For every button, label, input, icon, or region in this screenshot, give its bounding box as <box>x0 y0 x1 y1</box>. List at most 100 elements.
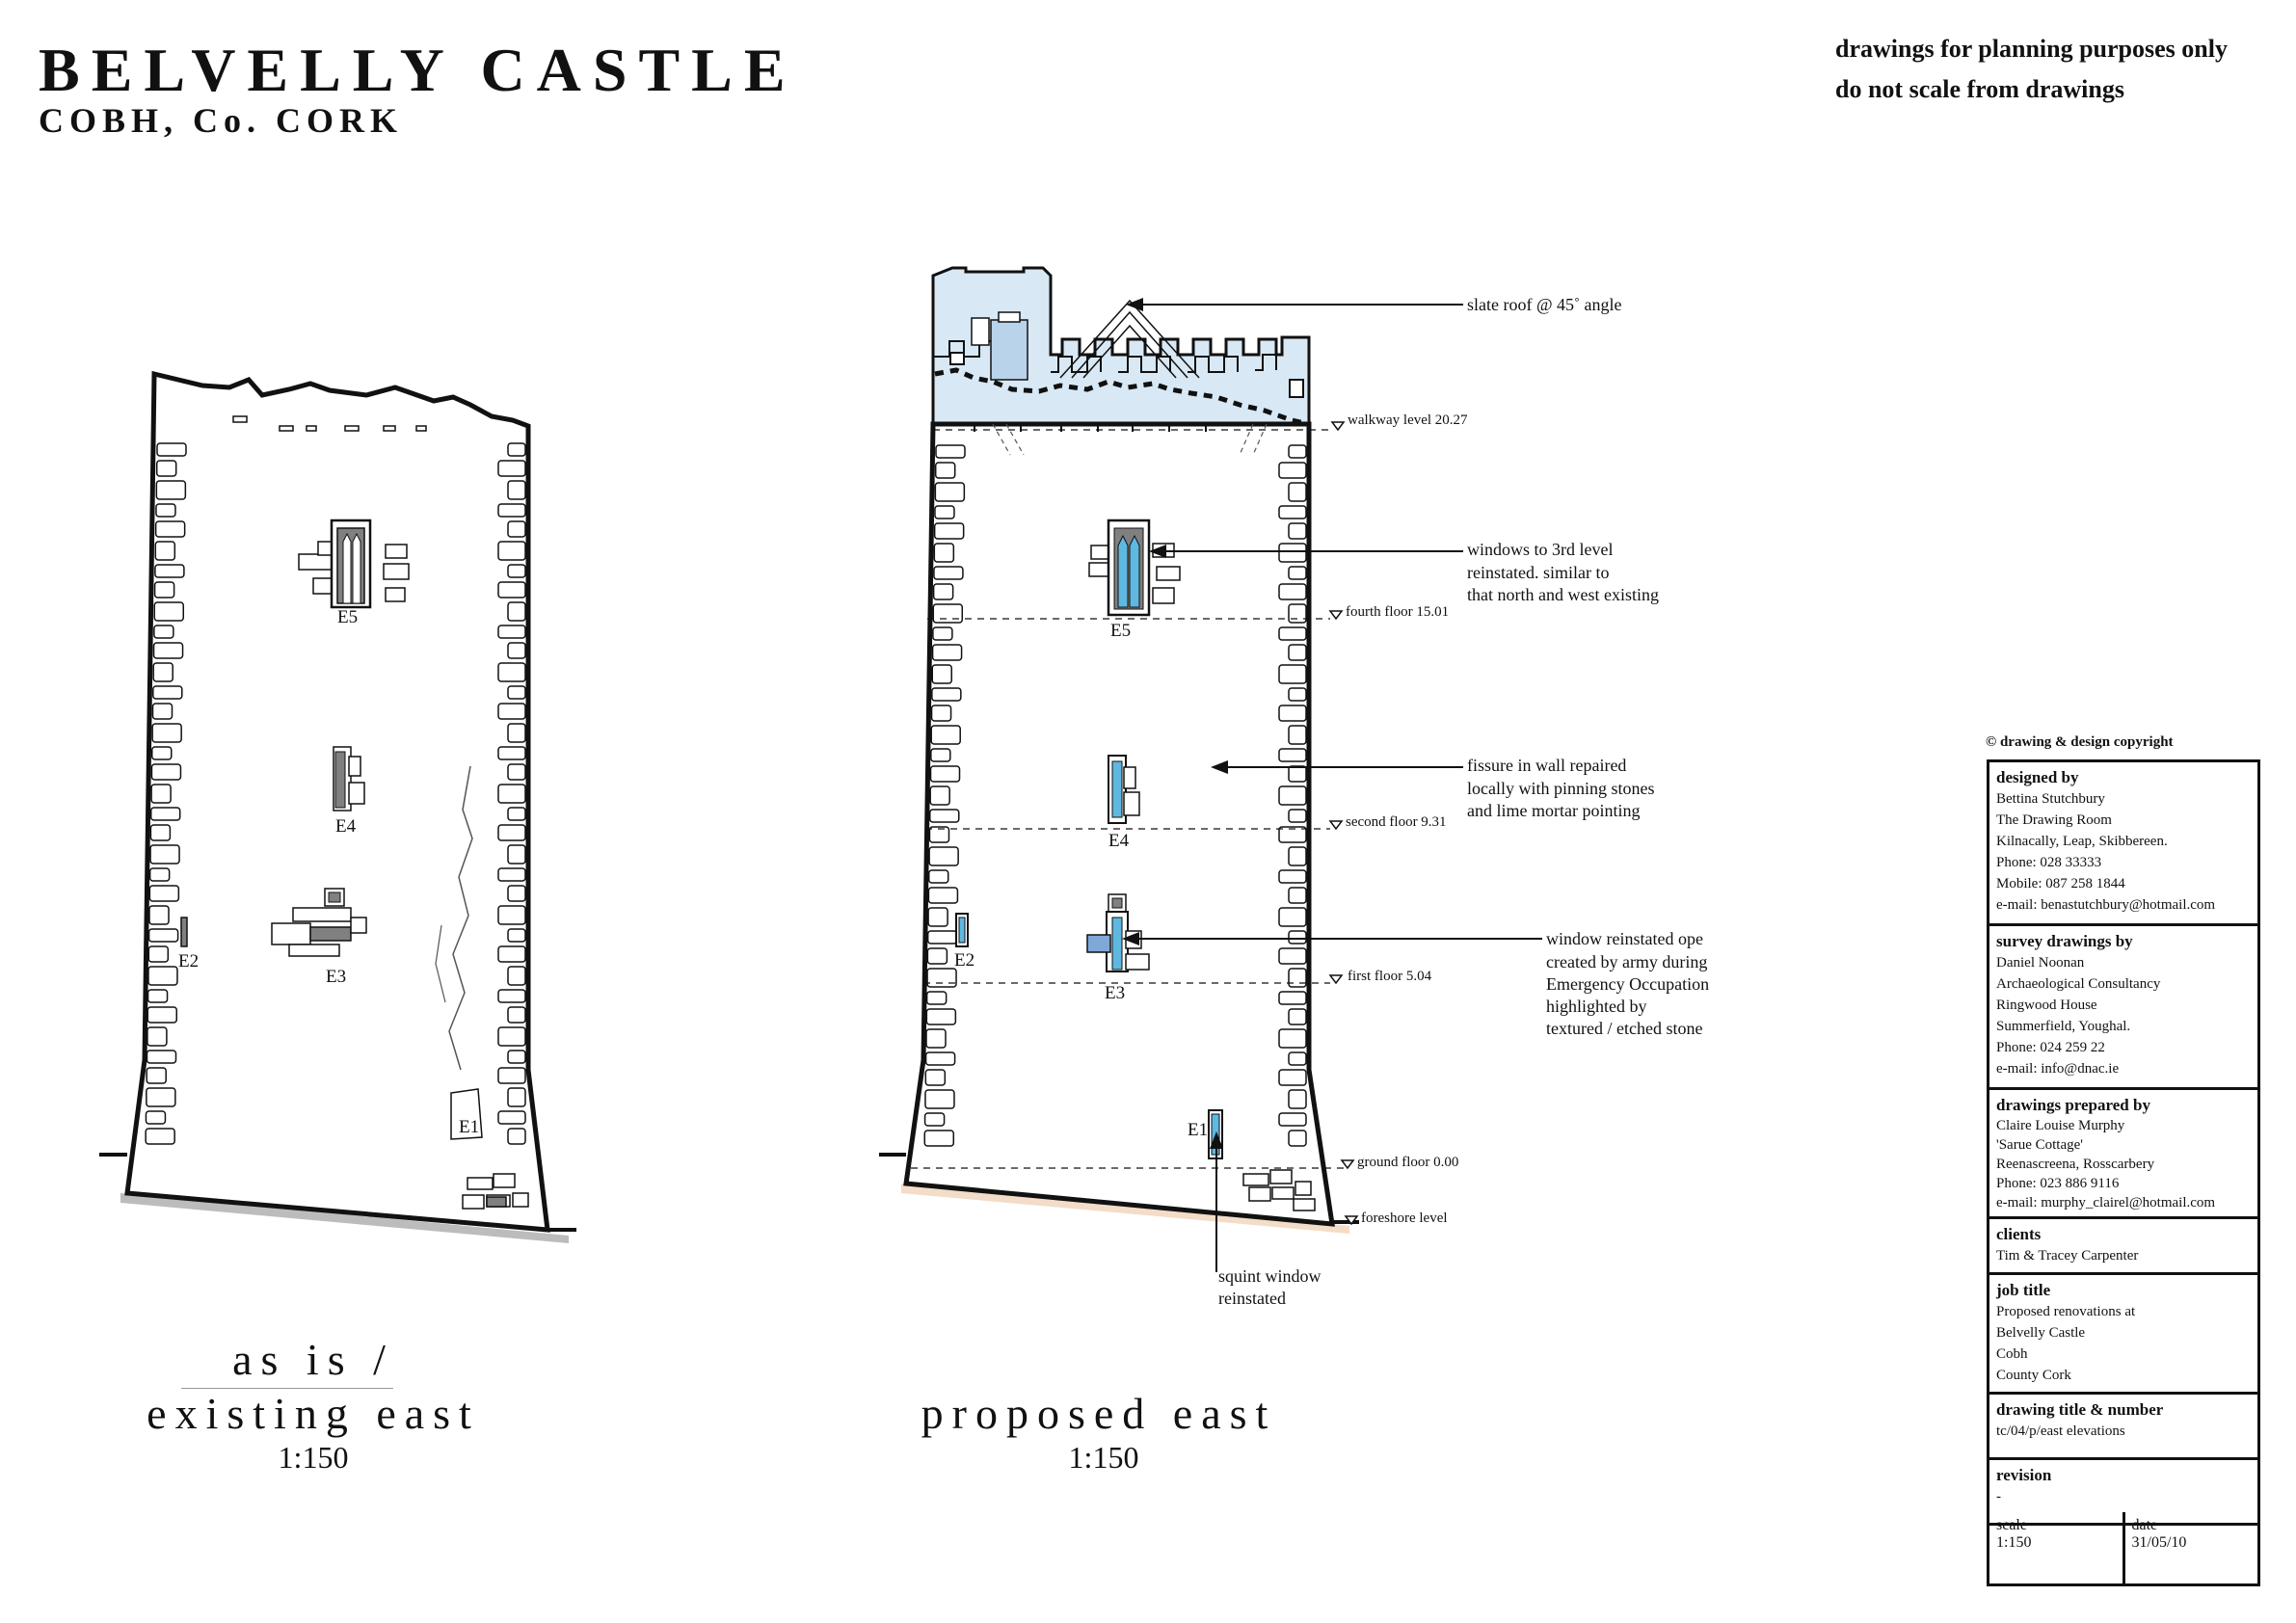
designed-by-line: e-mail: benastutchbury@hotmail.com <box>1996 897 2216 913</box>
quoin-stone <box>926 930 958 945</box>
quoin-stone <box>152 685 183 700</box>
date-heading: date <box>2131 1517 2158 1533</box>
quoin-stone <box>507 966 526 986</box>
existing-caption-line2: existing east <box>147 1389 480 1438</box>
existing-window-e3 <box>271 888 367 957</box>
revision-line: - <box>1996 1489 2001 1504</box>
proposed-wall-walk-profile <box>934 367 1310 427</box>
quoin-stone <box>147 966 178 986</box>
existing-east-elevation: E5 E4 E3 E2 E1 <box>99 370 576 1243</box>
clients-line: Tim & Tracey Carpenter <box>1996 1248 2139 1264</box>
proposed-corbels <box>968 423 1213 432</box>
quoin-stone <box>1278 626 1307 641</box>
quoin-stone <box>1288 1051 1307 1066</box>
quoin-stone <box>1278 748 1307 762</box>
quoin-stone <box>927 887 959 904</box>
quoin-stone <box>930 725 961 745</box>
quoin-stone <box>147 945 170 963</box>
quoin-stone <box>147 1026 168 1047</box>
job-title-line: County Cork <box>1996 1368 2071 1383</box>
existing-putlog-holes <box>232 415 427 432</box>
level-walkway: walkway level 20.27 <box>1348 412 1468 428</box>
quoin-stone <box>497 905 526 925</box>
proposed-hidden-lines <box>992 423 1268 456</box>
quoin-stone <box>151 723 182 743</box>
quoin-stone <box>1278 947 1307 965</box>
existing-window-e1 <box>450 1088 483 1140</box>
level-ground-floor: ground floor 0.00 <box>1357 1155 1458 1170</box>
planning-notice: drawings for planning purposes only <box>1835 35 2228 63</box>
quoin-stone <box>930 748 951 762</box>
quoin-stone <box>497 1026 526 1047</box>
proposed-slate-roof <box>1059 299 1200 379</box>
quoin-stone <box>146 1087 176 1107</box>
revision-heading: revision <box>1996 1466 2052 1484</box>
designed-by-line: Bettina Stutchbury <box>1996 791 2105 807</box>
prepared-by-line: Phone: 023 886 9116 <box>1996 1176 2120 1191</box>
proposed-window-e4 <box>1108 755 1140 824</box>
quoin-stone <box>925 1008 957 1025</box>
quoin-stone <box>933 566 964 580</box>
quoin-stone <box>929 765 961 783</box>
quoin-stone <box>147 928 179 943</box>
survey-by-heading: survey drawings by <box>1996 932 2133 950</box>
quoin-stone <box>507 1087 526 1107</box>
job-title-line: Belvelly Castle <box>1996 1325 2086 1341</box>
title-block: designed by Bettina Stutchbury The Drawi… <box>1987 759 2260 1586</box>
quoin-stone <box>932 626 953 641</box>
quoin-stone <box>1288 725 1307 745</box>
prepared-by-section: drawings prepared by Claire Louise Murph… <box>1989 1090 2257 1219</box>
job-title-line: Cobh <box>1996 1346 2028 1362</box>
quoin-stone <box>926 968 957 988</box>
annotation-squint-line1: squint window <box>1218 1266 1322 1286</box>
quoin-stone <box>1288 687 1307 702</box>
quoin-stone <box>156 442 187 457</box>
annotation-windows-line1: windows to 3rd level <box>1467 540 1613 559</box>
proposed-level-markers <box>1328 421 1359 1226</box>
survey-by-line: Ringwood House <box>1996 998 2097 1013</box>
quoin-stone <box>932 603 964 624</box>
scale-cell: scale 1:150 <box>1989 1512 2122 1583</box>
quoin-stone <box>154 520 186 538</box>
proposed-tag-e1: E1 <box>1188 1120 1208 1140</box>
quoin-stone <box>1288 846 1307 866</box>
quoin-stone <box>931 664 952 684</box>
quoin-stone <box>1278 705 1307 722</box>
quoin-stone <box>497 460 526 477</box>
designed-by-line: Phone: 028 33333 <box>1996 855 2102 870</box>
proposed-window-e3 <box>1086 893 1150 972</box>
annotation-ope-line5: textured / etched stone <box>1546 1019 1702 1038</box>
quoin-stone <box>152 662 174 682</box>
scale-heading: scale <box>1996 1517 2027 1533</box>
job-title-heading: job title <box>1996 1281 2051 1299</box>
survey-by-line: Daniel Noonan <box>1996 955 2085 971</box>
existing-tag-e1: E1 <box>459 1117 479 1137</box>
quoin-stone <box>507 1050 526 1064</box>
annotation-squint-line2: reinstated <box>1218 1289 1286 1308</box>
designed-by-line: Mobile: 087 258 1844 <box>1996 876 2125 891</box>
quoin-stone <box>1288 566 1307 580</box>
quoin-stone <box>923 1112 946 1127</box>
quoin-stone <box>507 723 526 743</box>
quoin-stone <box>154 541 176 561</box>
proposed-tag-e2: E2 <box>954 950 974 971</box>
drawing-title-heading: drawing title & number <box>1996 1400 2164 1419</box>
proposed-window-e2 <box>955 913 969 947</box>
proposed-base-stones <box>1242 1169 1316 1211</box>
quoin-stone <box>497 503 526 518</box>
quoin-stone <box>145 1110 167 1125</box>
quoin-stone <box>149 844 180 865</box>
quoin-stone <box>933 522 965 540</box>
quoin-stone <box>1288 809 1307 823</box>
proposed-scale: 1:150 <box>1068 1440 1139 1475</box>
survey-by-line: Phone: 024 259 22 <box>1996 1040 2105 1055</box>
proposed-annotation-leaders <box>1126 304 1542 1272</box>
quoin-stone <box>150 763 182 781</box>
annotation-slate-roof: slate roof @ 45˚ angle <box>1467 295 1622 314</box>
quoin-stone <box>924 1069 947 1086</box>
survey-by-section: survey drawings by Daniel Noonan Archaeo… <box>1989 926 2257 1090</box>
quoin-stone <box>933 543 955 563</box>
copyright-notice: © drawing & design copyright <box>1986 734 2174 750</box>
quoin-stone <box>146 1067 167 1084</box>
